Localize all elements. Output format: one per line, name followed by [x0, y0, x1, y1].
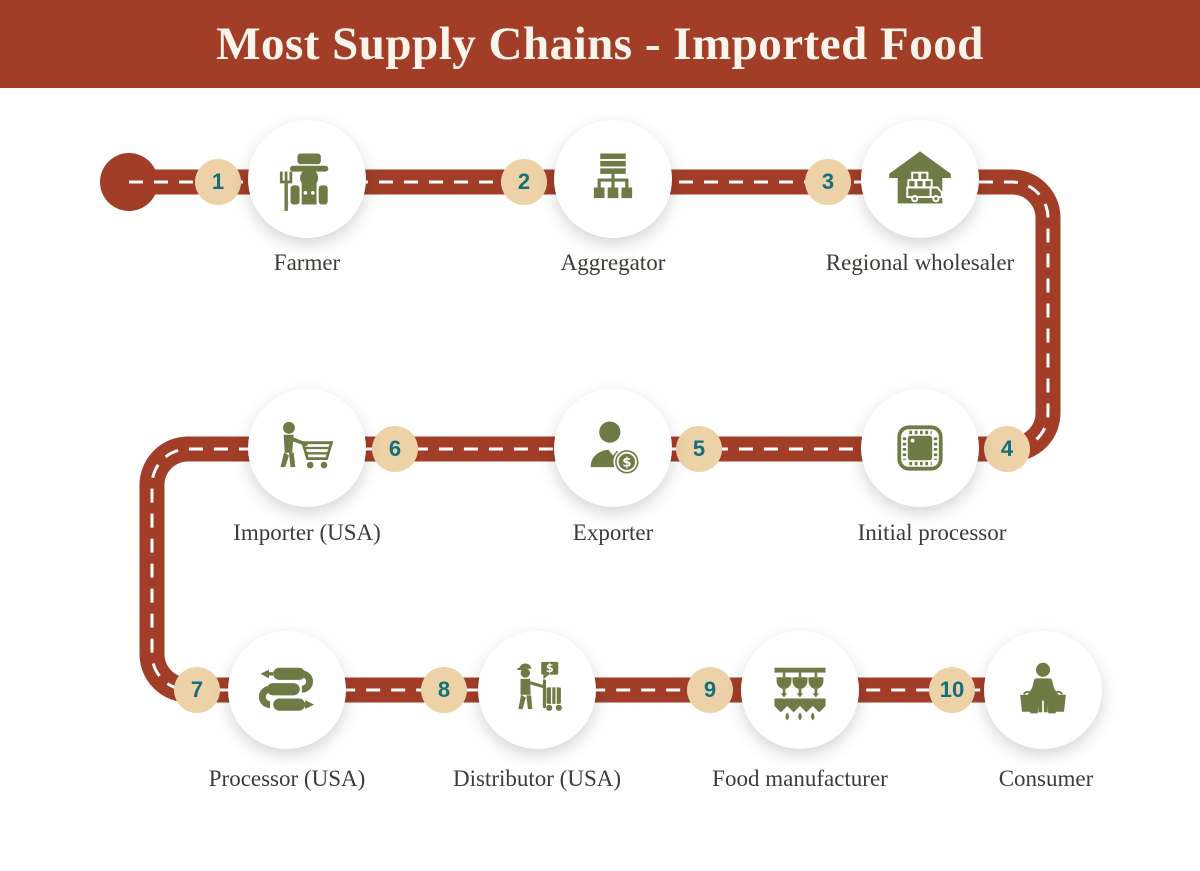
label-distributor-usa: Distributor (USA) [452, 766, 622, 791]
step-badge-4: 4 [984, 426, 1030, 472]
farmer-icon [279, 153, 329, 211]
step-badge-5: 5 [676, 426, 722, 472]
label-exporter: Exporter [572, 520, 654, 545]
person-dollar-coin-icon: $ [590, 421, 641, 476]
step-badge-7: 7 [174, 667, 220, 713]
title-banner: Most Supply Chains - Imported Food [0, 0, 1200, 88]
node-exporter: $ [554, 389, 672, 507]
label-aggregator: Aggregator [560, 250, 666, 275]
node-initial-processor [861, 389, 979, 507]
label-regional-wholesaler: Regional wholesaler [825, 250, 1015, 275]
node-aggregator [554, 120, 672, 238]
label-food-manufacturer: Food manufacturer [712, 766, 888, 791]
node-food-manufacturer [741, 631, 859, 749]
step-badge-6: 6 [372, 426, 418, 472]
node-regional-wholesaler [861, 120, 979, 238]
step-badge-1: 1 [195, 159, 241, 205]
label-initial-processor: Initial processor [857, 520, 1007, 545]
person-shopping-cart-icon [280, 421, 334, 469]
node-distributor-usa: $ [478, 631, 596, 749]
node-farmer [248, 120, 366, 238]
node-consumer [984, 631, 1102, 749]
microchip-icon [897, 425, 943, 471]
hand-truck-dollar-icon: $ [517, 661, 562, 711]
aggregator-hierarchy-icon [593, 153, 633, 199]
label-importer-usa: Importer (USA) [233, 520, 381, 545]
shopper-with-bags-icon [1020, 662, 1066, 714]
svg-text:$: $ [546, 662, 554, 675]
page-title: Most Supply Chains - Imported Food [216, 18, 984, 70]
poultry-processing-line-icon [774, 667, 826, 721]
step-badge-2: 2 [501, 159, 547, 205]
node-importer-usa [248, 389, 366, 507]
sausage-links-icon [258, 667, 315, 711]
step-badge-10: 10 [929, 667, 975, 713]
label-consumer: Consumer [998, 766, 1094, 791]
svg-text:$: $ [622, 456, 631, 471]
step-badge-8: 8 [421, 667, 467, 713]
step-badge-9: 9 [687, 667, 733, 713]
label-farmer: Farmer [273, 250, 341, 275]
warehouse-truck-icon [889, 151, 951, 204]
step-badge-3: 3 [805, 159, 851, 205]
label-processor-usa: Processor (USA) [208, 766, 366, 791]
node-processor-usa [228, 631, 346, 749]
